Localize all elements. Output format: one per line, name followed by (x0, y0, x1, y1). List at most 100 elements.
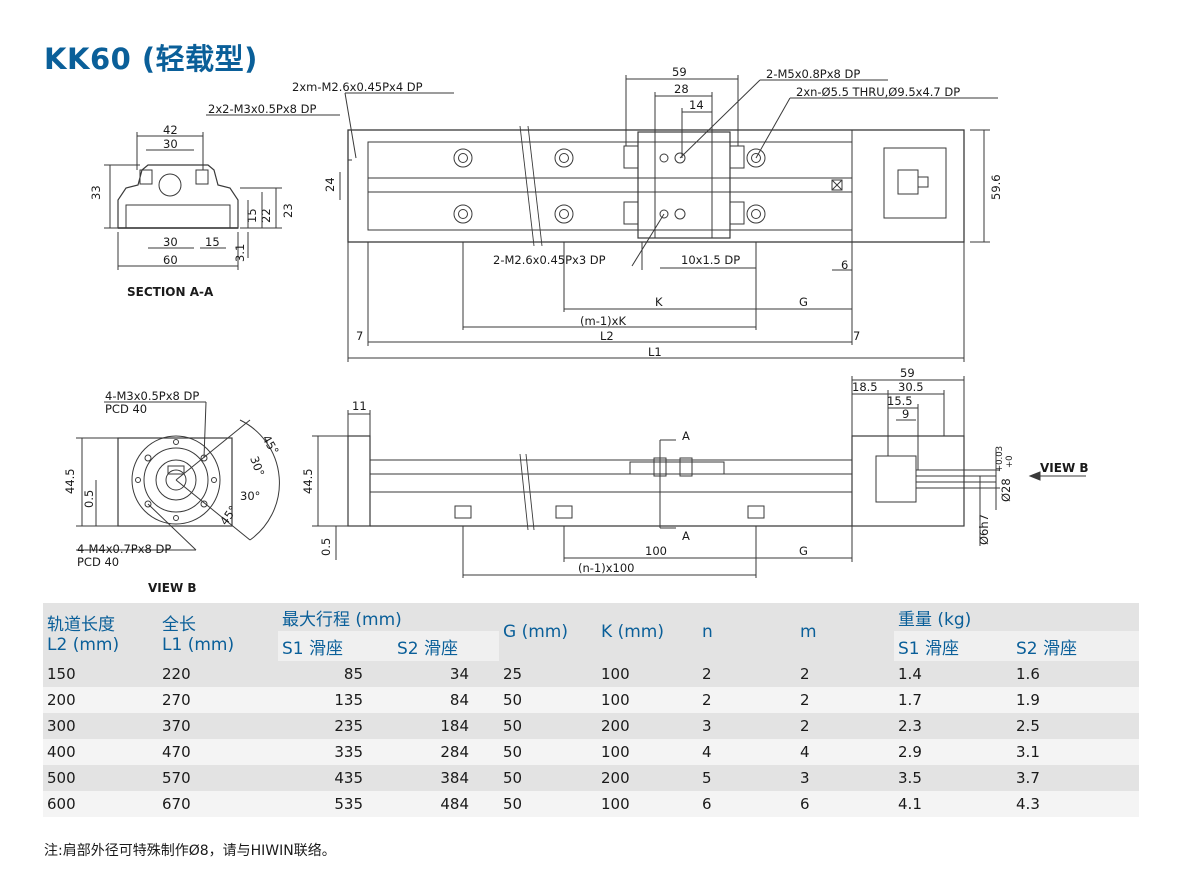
table-cell: 1.4 (894, 661, 1013, 687)
table-cell: 435 (278, 765, 393, 791)
dim-15-v: 15 (245, 208, 259, 223)
table-cell: 184 (393, 713, 500, 739)
view-b-caption: VIEW B (148, 581, 197, 595)
dim-15-h: 15 (205, 235, 220, 249)
table-cell: 600 (43, 791, 158, 817)
table-cell: 84 (393, 687, 500, 713)
table-cell: 2 (796, 687, 895, 713)
table-cell: 5 (698, 765, 797, 791)
table-cell: 2 (698, 661, 797, 687)
table-cell: 4 (698, 739, 797, 765)
callout-m4-pcd: 4-M4x0.7Px8 DP (77, 542, 171, 556)
table-cell: 50 (499, 765, 598, 791)
dim-L1: L1 (648, 345, 662, 359)
dim-18-5: 18.5 (852, 380, 878, 394)
section-view (104, 132, 282, 270)
dim-23: 23 (281, 203, 295, 218)
angle-45-bottom: 45° (217, 503, 240, 528)
dim-59-6: 59.6 (989, 174, 1003, 200)
header-k: K (mm) (597, 603, 699, 661)
table-cell: 50 (499, 739, 598, 765)
pcd-bottom: PCD 40 (77, 555, 119, 569)
dim-33: 33 (89, 185, 103, 200)
dim-15-5: 15.5 (887, 394, 913, 408)
dim-0-5-side: 0.5 (319, 538, 333, 556)
table-cell: 6 (796, 791, 895, 817)
table-cell: 4 (796, 739, 895, 765)
table-cell: 1.9 (1012, 687, 1140, 713)
table-cell: 200 (597, 765, 699, 791)
header-g: G (mm) (499, 603, 598, 661)
table-cell: 2.3 (894, 713, 1013, 739)
table-header-row-2: S1 滑座 S2 滑座 S1 滑座 S2 滑座 (43, 631, 1140, 661)
table-cell: 470 (158, 739, 278, 765)
dim-44-5-end: 44.5 (63, 468, 77, 494)
table-cell: 3 (698, 713, 797, 739)
dim-60: 60 (163, 253, 178, 267)
dim-7-left: 7 (356, 329, 363, 343)
dim-L2: L2 (600, 329, 614, 343)
dim-14: 14 (689, 98, 704, 112)
callout-m3-pcd: 4-M3x0.5Px8 DP (105, 389, 199, 403)
callout-m3: 2x2-M3x0.5Px8 DP (208, 102, 316, 116)
table-cell: 500 (43, 765, 158, 791)
dim-0-5-end: 0.5 (82, 490, 96, 508)
section-caption: SECTION A-A (127, 285, 214, 299)
angle-30-top: 30° (247, 454, 267, 478)
tol-lower: +0 (1005, 455, 1015, 468)
table-cell: 100 (597, 687, 699, 713)
table-cell: 3.5 (894, 765, 1013, 791)
dim-30-top: 30 (163, 137, 178, 151)
section-mark-bottom: A (682, 529, 690, 543)
end-view (76, 401, 280, 551)
section-mark-top: A (682, 429, 690, 443)
dim-24: 24 (323, 177, 337, 192)
table-cell: 2 (796, 661, 895, 687)
tol-upper: +0.03 (995, 446, 1005, 472)
header-stroke-s1: S1 滑座 (278, 631, 393, 661)
header-m: m (796, 603, 895, 661)
table-cell: 100 (597, 661, 699, 687)
dim-44-5-side: 44.5 (301, 468, 315, 494)
table-cell: 34 (393, 661, 500, 687)
angle-30-bottom: 30° (240, 489, 260, 503)
table-cell: 200 (43, 687, 158, 713)
table-cell: 400 (43, 739, 158, 765)
dim-30-5: 30.5 (898, 380, 924, 394)
table-cell: 220 (158, 661, 278, 687)
dim-6: 6 (841, 258, 848, 272)
table-cell: 4.1 (894, 791, 1013, 817)
table-cell: 25 (499, 661, 598, 687)
table-cell: 2.5 (1012, 713, 1140, 739)
dim-m-1-K: (m-1)xK (580, 314, 626, 328)
table-cell: 50 (499, 791, 598, 817)
dim-100: 100 (645, 544, 667, 558)
dim-30-bottom: 30 (163, 235, 178, 249)
table-cell: 4.3 (1012, 791, 1140, 817)
dim-11: 11 (352, 399, 367, 413)
top-view (206, 75, 998, 362)
table-cell: 384 (393, 765, 500, 791)
table-cell: 535 (278, 791, 393, 817)
header-weight-s2: S2 滑座 (1012, 631, 1140, 661)
top-view-labels: 2xm-M2.6x0.45Px4 DP 2x2-M3x0.5Px8 DP 2-M… (208, 65, 1003, 359)
table-cell: 200 (597, 713, 699, 739)
dim-n-1-100: (n-1)x100 (578, 561, 634, 575)
dim-G-side: G (799, 544, 808, 558)
dim-d28: Ø28 (999, 478, 1013, 502)
callout-m26-top: 2xm-M2.6x0.45Px4 DP (292, 80, 423, 94)
header-n: n (698, 603, 797, 661)
dim-59-side: 59 (900, 366, 915, 380)
footnote: 注:肩部外径可特殊制作Ø8，请与HIWIN联络。 (44, 843, 336, 859)
table-cell: 335 (278, 739, 393, 765)
header-weight: 重量 (kg) (894, 603, 1140, 631)
angle-45-top: 45° (259, 433, 281, 458)
side-view (312, 376, 1086, 578)
table-cell: 100 (597, 739, 699, 765)
